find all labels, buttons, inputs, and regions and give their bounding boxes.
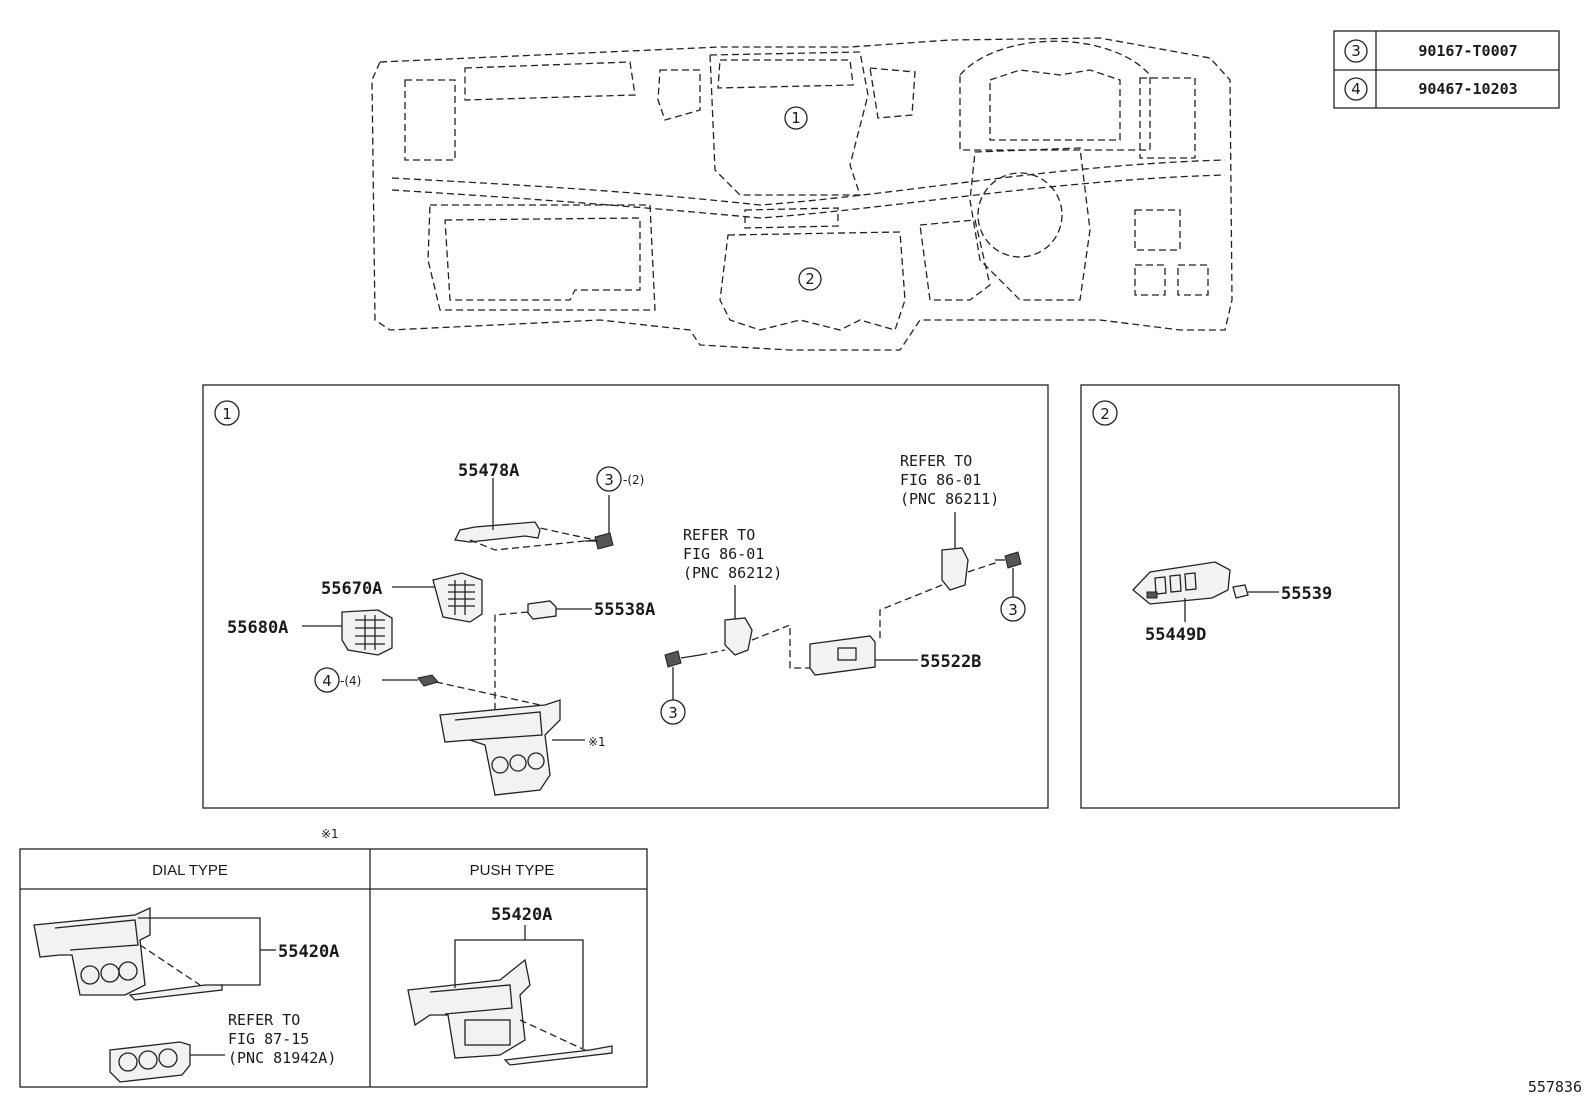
part-55522B: 55522B: [809, 635, 981, 676]
push-type-panel: 55420A: [407, 905, 613, 1066]
part-55680A: 55680A: [227, 609, 393, 656]
svg-text:(PNC 81942A): (PNC 81942A): [228, 1049, 336, 1067]
label-55539: 55539: [1281, 584, 1332, 604]
legend-part-4: 90467-10203: [1418, 80, 1517, 98]
svg-text:REFER TO: REFER TO: [683, 526, 755, 544]
svg-text:REFER TO: REFER TO: [900, 452, 972, 470]
screw-3-lower: 3: [660, 624, 810, 725]
svg-text:1: 1: [791, 109, 801, 127]
variants-table: ※1 DIAL TYPE PUSH TYPE 55420A REFER TO F…: [19, 827, 648, 1088]
dial-part-label: 55420A: [278, 942, 339, 962]
overview-callout-1: [784, 106, 808, 130]
legend-ref-3: 3: [1351, 42, 1361, 60]
label-55670A: 55670A: [321, 579, 382, 599]
legend-part-3: 90167-T0007: [1418, 42, 1517, 60]
refer-note-86211: REFER TO FIG 86-01 (PNC 86211): [879, 452, 999, 642]
part-55538A: 55538A: [494, 600, 655, 745]
label-55478A: 55478A: [458, 461, 519, 481]
svg-text:FIG 86-01: FIG 86-01: [900, 471, 981, 489]
svg-text:3: 3: [604, 471, 614, 489]
svg-text:3: 3: [668, 704, 678, 722]
svg-text:REFER TO: REFER TO: [228, 1011, 300, 1029]
part-55670A: 55670A: [321, 572, 483, 623]
center-cluster-panel: ※1: [439, 699, 606, 796]
refer-note-86212: REFER TO FIG 86-01 (PNC 86212): [683, 526, 782, 656]
part-55539: 55539: [1232, 584, 1332, 604]
svg-text:FIG 87-15: FIG 87-15: [228, 1030, 309, 1048]
svg-text:2: 2: [805, 270, 815, 288]
dial-type-header: DIAL TYPE: [152, 862, 228, 879]
section-1-marker: 1: [222, 405, 232, 423]
screw-3-right: 3: [995, 551, 1026, 622]
figure-id: 557836: [1528, 1078, 1582, 1096]
overview-callout-2: [798, 267, 822, 291]
section-2-marker: 2: [1100, 405, 1110, 423]
clip-4: 4 -(4): [314, 667, 541, 706]
legend-row-4: 4 90467-10203: [1344, 77, 1518, 101]
label-55680A: 55680A: [227, 618, 288, 638]
screw-3-top: 3 -(2): [585, 466, 644, 550]
section-2-panel: 2 55449D 55539: [1080, 384, 1400, 809]
legend-ref-4: 4: [1351, 80, 1361, 98]
screw-3-qty: -(2): [623, 473, 644, 487]
legend-row-3: 3 90167-T0007: [1344, 39, 1518, 63]
section-1-panel: 1 55478A 3 -(2) 55670A: [202, 384, 1049, 809]
push-part-label: 55420A: [491, 905, 552, 925]
svg-text:(PNC 86212): (PNC 86212): [683, 564, 782, 582]
svg-text:4: 4: [322, 672, 332, 690]
center-panel-outline: [709, 51, 869, 196]
label-55538A: 55538A: [594, 600, 655, 620]
lower-panel-outline: [719, 231, 906, 331]
legend-table: 3 90167-T0007 4 90467-10203: [1333, 30, 1560, 109]
part-55449D: 55449D: [1132, 561, 1231, 645]
variants-note-mark: ※1: [321, 827, 339, 841]
dial-type-panel: 55420A REFER TO FIG 87-15 (PNC 81942A): [33, 906, 339, 1083]
svg-text:3: 3: [1008, 601, 1018, 619]
part-55478A: 55478A: [454, 461, 596, 551]
dashboard-overview: 1 2: [371, 37, 1233, 351]
note-mark-1: ※1: [588, 735, 606, 749]
svg-text:(PNC 86211): (PNC 86211): [900, 490, 999, 508]
push-type-header: PUSH TYPE: [470, 862, 555, 879]
clip-4-qty: -(4): [340, 674, 361, 688]
label-55522B: 55522B: [920, 652, 981, 672]
svg-text:FIG 86-01: FIG 86-01: [683, 545, 764, 563]
label-55449D: 55449D: [1145, 625, 1206, 645]
